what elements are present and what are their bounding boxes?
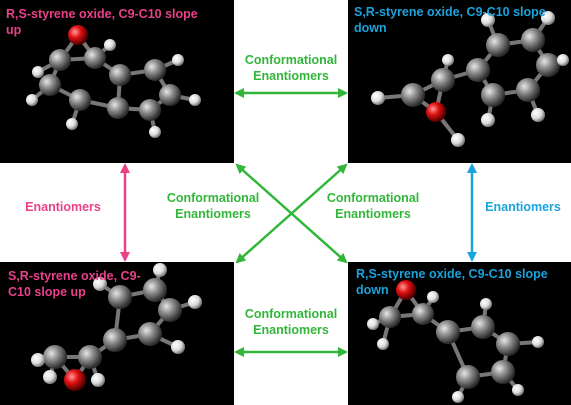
label-right-enantiomers: Enantiomers xyxy=(485,200,561,214)
label-top-conformational: Conformational Enantiomers xyxy=(244,53,338,83)
panel-bottom-right: R,S-styrene oxide, C9-C10 slope down xyxy=(348,262,571,405)
molecule-model-bottom-right xyxy=(367,280,544,403)
label-diagonal-left-conformational: Conformational Enantiomers xyxy=(166,191,260,221)
label-left-enantiomers: Enantiomers xyxy=(25,200,101,214)
panel-title-top-right: S,R-styrene oxide, C9-C10 slope down xyxy=(354,5,546,35)
molecule-model-bottom-left xyxy=(31,263,202,391)
molecule-model-top-right xyxy=(371,11,569,147)
label-diagonal-right-conformational: Conformational Enantiomers xyxy=(326,191,420,221)
panel-top-right: S,R-styrene oxide, C9-C10 slope down xyxy=(348,0,571,163)
panel-title-bottom-left: S,R-styrene oxide, C9-C10 slope up xyxy=(8,269,141,299)
label-bottom-conformational: Conformational Enantiomers xyxy=(244,307,338,337)
molecule-model-top-left xyxy=(26,25,201,138)
panel-title-bottom-right: R,S-styrene oxide, C9-C10 slope down xyxy=(356,267,548,297)
arrow-diagonal-down-left xyxy=(235,163,348,264)
panel-title-top-left: R,S-styrene oxide, C9-C10 slope up xyxy=(6,7,198,37)
panel-top-left: R,S-styrene oxide, C9-C10 slope up xyxy=(0,0,234,163)
panel-bottom-left: S,R-styrene oxide, C9-C10 slope up xyxy=(0,262,234,405)
